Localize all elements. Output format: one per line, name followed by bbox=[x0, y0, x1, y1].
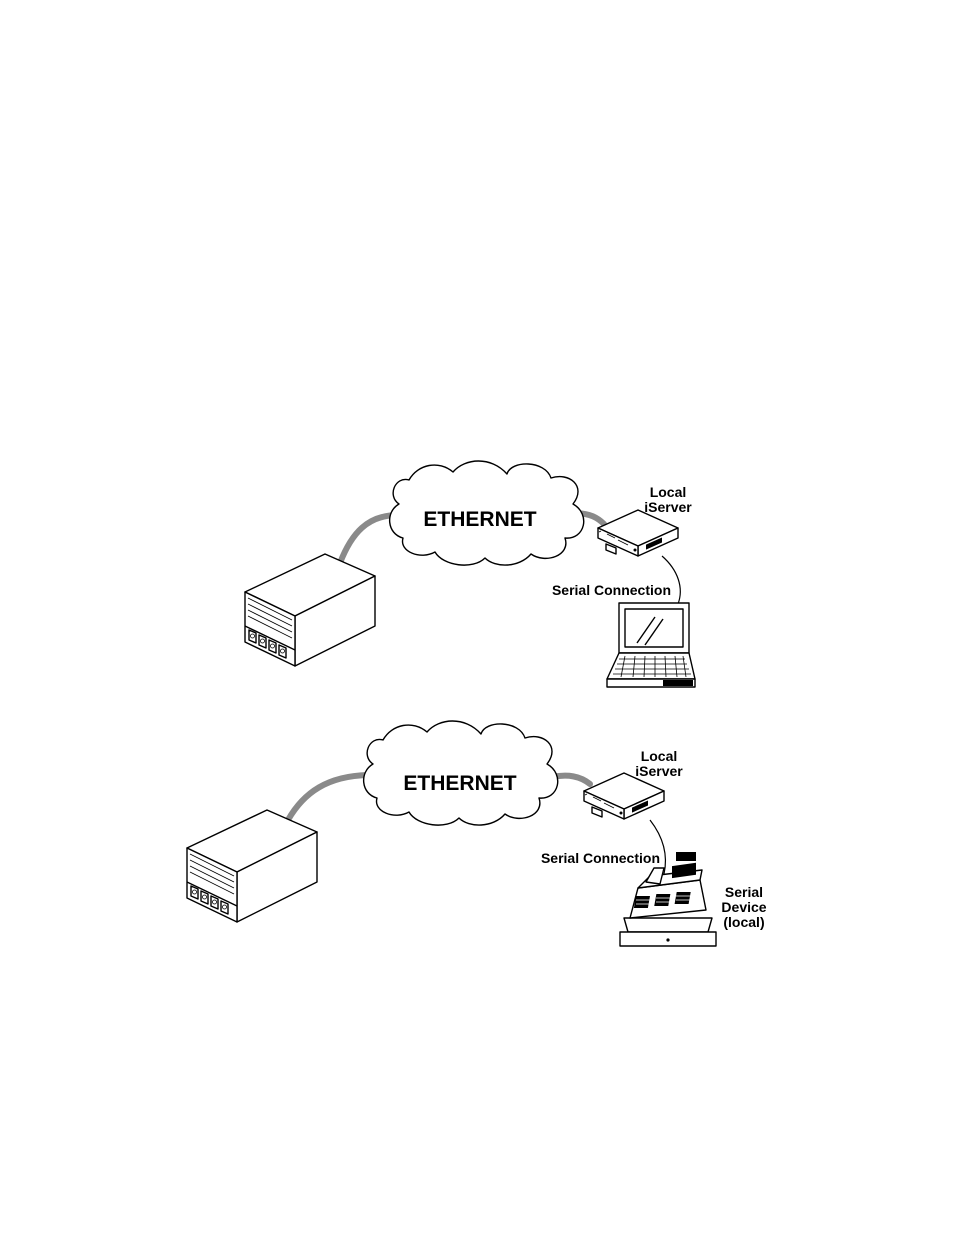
serial-device-label-line-3: (local) bbox=[723, 914, 764, 930]
iserver-label-line-1: Local bbox=[650, 484, 687, 500]
iserver-label-line-2: iServer bbox=[635, 763, 683, 779]
ethernet-cable-host bbox=[288, 775, 368, 820]
iserver-label-line-2: iServer bbox=[644, 499, 692, 515]
local-iserver-icon bbox=[598, 510, 678, 556]
serial-connection-label: Serial Connection bbox=[541, 850, 660, 866]
ethernet-label: ETHERNET bbox=[423, 508, 536, 531]
cash-register-icon bbox=[620, 852, 716, 946]
iserver-label-line-1: Local bbox=[641, 748, 678, 764]
serial-device-label-line-1: Serial bbox=[725, 884, 763, 900]
local-iserver-icon bbox=[584, 773, 664, 819]
serial-device-label-line-2: Device bbox=[721, 899, 766, 915]
laptop-computer-icon bbox=[607, 603, 695, 687]
diagram-top: ETHERNET Local iServer Serial Connection bbox=[245, 461, 695, 687]
ethernet-label: ETHERNET bbox=[403, 772, 516, 795]
diagram-bottom: ETHERNET Local iServer Serial Connection… bbox=[187, 721, 767, 946]
host-server-icon bbox=[245, 554, 375, 666]
host-server-icon bbox=[187, 810, 317, 922]
serial-connection-label: Serial Connection bbox=[552, 582, 671, 598]
ethernet-cable-host bbox=[340, 515, 396, 563]
